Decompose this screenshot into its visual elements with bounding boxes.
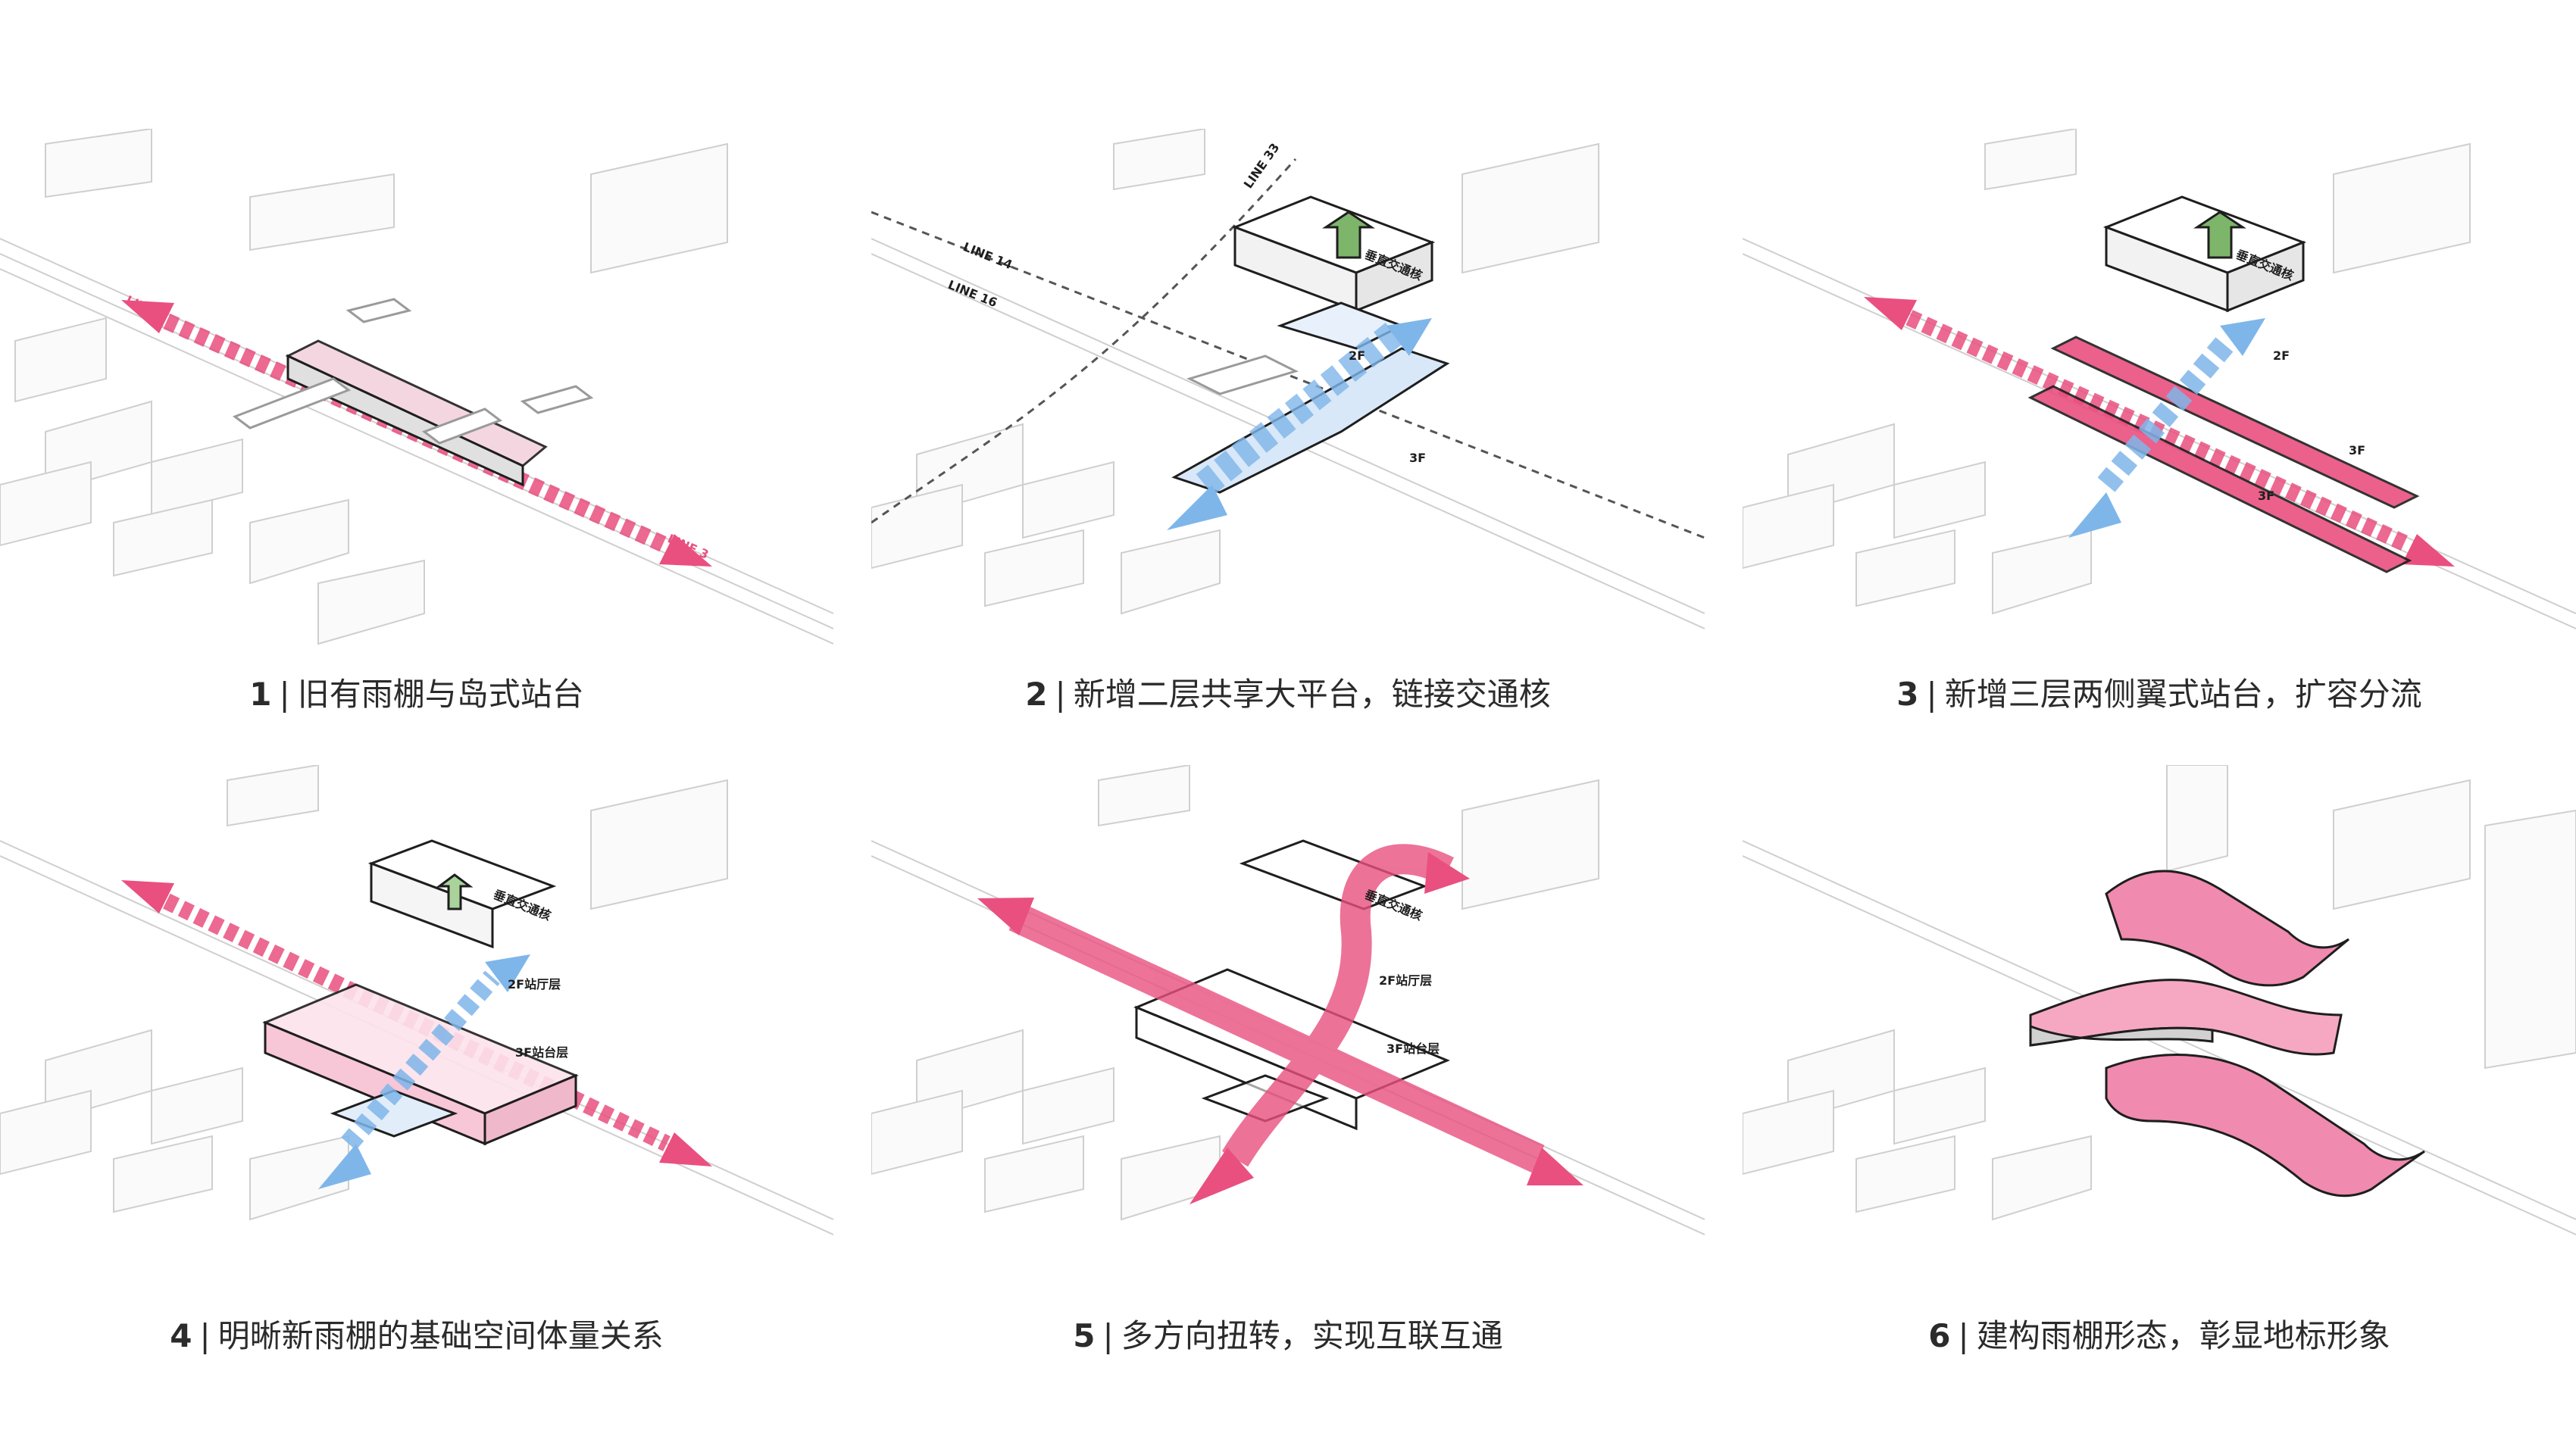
level-2f-label: 2F站厅层 (508, 977, 561, 992)
future-lines (871, 158, 1705, 539)
caption-5-text: 多方向扭转，实现互联互通 (1121, 1317, 1503, 1354)
diagram-panel-4: 垂直交通核 2F站厅层 3F站台层 (0, 765, 833, 1295)
level-3f-label-b: 3F (2258, 489, 2274, 503)
context-buildings (871, 129, 1599, 615)
caption-2-separator: | (1055, 676, 1066, 713)
level-2f-label: 2F (2273, 348, 2290, 363)
level-3f-label: 3F站台层 (515, 1045, 568, 1060)
line-16-label: LINE 16 (946, 277, 999, 310)
context-buildings (1743, 129, 2471, 615)
canopy-form (2029, 870, 2425, 1198)
diagram-panel-6 (1743, 765, 2576, 1295)
caption-3-number: 3 (1896, 676, 1919, 713)
caption-2: 2|新增二层共享大平台，链接交通核 (871, 669, 1705, 715)
caption-5: 5|多方向扭转，实现互联互通 (871, 1310, 1705, 1357)
panel-3-drawing: 垂直交通核 2F 3F 3F (1743, 129, 2576, 629)
context-buildings (1743, 765, 2576, 1221)
level-3f-label-a: 3F (2349, 443, 2365, 457)
vertical-core (2102, 195, 2307, 313)
level-3f-label: 3F (1409, 451, 1426, 465)
caption-4-number: 4 (170, 1317, 192, 1354)
caption-3: 3|新增三层两侧翼式站台，扩容分流 (1743, 669, 2576, 715)
context-buildings (0, 129, 728, 645)
panel-1-drawing: LINE 3 LINE 3 (0, 129, 833, 645)
caption-6-number: 6 (1928, 1317, 1951, 1354)
caption-4-text: 明晰新雨棚的基础空间体量关系 (217, 1317, 664, 1354)
line-14-label: LINE 14 (961, 239, 1014, 272)
old-canopy (232, 298, 594, 487)
wing-platforms (2027, 318, 2420, 573)
caption-1-separator: | (279, 676, 290, 713)
caption-5-separator: | (1102, 1317, 1114, 1354)
caption-2-number: 2 (1025, 676, 1048, 713)
twisting-flows (1008, 844, 1545, 1173)
level-2f-label: 2F (1349, 348, 1365, 363)
context-buildings (871, 765, 1599, 1221)
caption-1-number: 1 (249, 676, 272, 713)
caption-5-number: 5 (1073, 1317, 1096, 1354)
caption-3-text: 新增三层两侧翼式站台，扩容分流 (1944, 676, 2422, 713)
context-buildings (0, 765, 728, 1221)
vertical-core (367, 839, 557, 949)
diagram-panel-1: LINE 3 LINE 3 (0, 129, 833, 659)
volume-block (262, 954, 579, 1189)
platform-2f (1167, 301, 1450, 530)
caption-2-text: 新增二层共享大平台，链接交通核 (1073, 676, 1551, 713)
caption-4: 4|明晰新雨棚的基础空间体量关系 (0, 1310, 833, 1357)
line-arrow (1864, 297, 2455, 567)
caption-6: 6|建构雨棚形态，彰显地标形象 (1743, 1310, 2576, 1357)
panel-6-drawing (1743, 765, 2576, 1235)
line-33-label: LINE 33 (1241, 140, 1283, 191)
caption-1-text: 旧有雨棚与岛式站台 (297, 676, 584, 713)
level-2f-label: 2F站厅层 (1379, 973, 1432, 988)
flow-arrowheads (977, 852, 1583, 1204)
level-3f-label: 3F站台层 (1386, 1041, 1440, 1056)
panel-2-drawing: LINE 33 LINE 14 LINE 16 垂直交通核 2F 3F (871, 129, 1705, 629)
caption-6-separator: | (1958, 1317, 1969, 1354)
caption-3-separator: | (1926, 676, 1937, 713)
caption-4-separator: | (199, 1317, 211, 1354)
diagram-panel-3: 垂直交通核 2F 3F 3F (1743, 129, 2576, 659)
panel-4-drawing: 垂直交通核 2F站厅层 3F站台层 (0, 765, 833, 1235)
caption-6-text: 建构雨棚形态，彰显地标形象 (1976, 1317, 2390, 1354)
panel-5-drawing: 垂直交通核 2F站厅层 3F站台层 (871, 765, 1705, 1235)
diagram-panel-5: 垂直交通核 2F站厅层 3F站台层 (871, 765, 1705, 1295)
vertical-core (1231, 195, 1436, 313)
caption-1: 1|旧有雨棚与岛式站台 (0, 669, 833, 715)
diagram-panel-2: LINE 33 LINE 14 LINE 16 垂直交通核 2F 3F (871, 129, 1705, 659)
